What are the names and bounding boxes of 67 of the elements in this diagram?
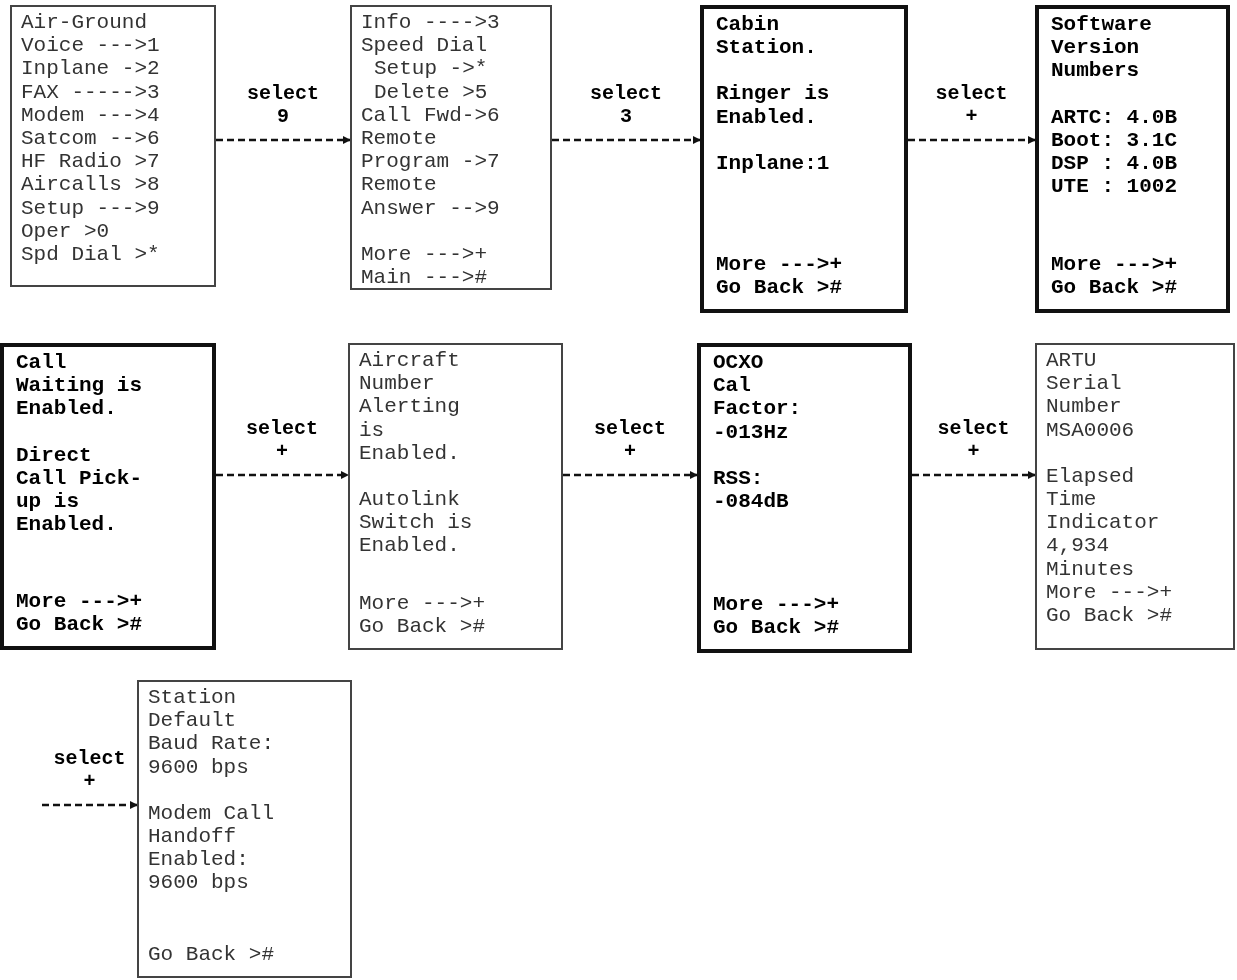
screen-text: Setup --->9	[21, 196, 160, 220]
arrow	[908, 136, 1036, 144]
screen-text: Voice --->1	[21, 34, 160, 58]
screen-text: Elapsed Time Indicator 4,934 Minutes	[1046, 464, 1161, 581]
display-screen	[0, 343, 216, 650]
screen-text: Cabin Station.	[716, 13, 818, 60]
screen-text: More --->+	[1046, 580, 1173, 605]
screen-text: Software Version Numbers	[1051, 13, 1153, 83]
screen-text: More --->+	[361, 242, 488, 267]
screen-text: Air-Ground	[21, 11, 148, 35]
screen-text: Call Waiting is Enabled.	[16, 351, 142, 421]
display-screen	[350, 5, 552, 290]
screen-text: ARTC: 4.0B	[1051, 105, 1178, 129]
screen-text: OCXO Cal Factor: -013Hz	[713, 351, 802, 444]
screen-text: Inplane:1	[716, 151, 830, 175]
screen-text: Direct Call Pick-up is Enabled.	[16, 443, 142, 537]
arrow	[552, 136, 701, 144]
screen-text: Setup ->*	[374, 57, 488, 81]
screen-text: More --->+	[1051, 252, 1178, 276]
display-screen	[1035, 5, 1230, 313]
screen-text: Modem --->4	[21, 103, 160, 127]
arrow	[563, 471, 698, 479]
display-screen	[1035, 343, 1235, 650]
screen-text: RSS: -084dB	[713, 466, 790, 514]
screen-text: ARTU Serial Number MSA0006	[1046, 349, 1136, 442]
screen-text: DSP : 4.0B	[1051, 152, 1178, 176]
screen-text: Remote Program ->7	[361, 127, 500, 174]
screen-text: More --->+	[16, 589, 143, 613]
screen-text: Go Back >#	[713, 615, 840, 639]
screen-text: HF Radio >7	[21, 150, 160, 174]
screen-text: Aircalls >8	[21, 173, 160, 197]
screen-text: Info ---->3	[361, 11, 500, 35]
screen-text: Station Default Baud Rate: 9600 bps	[148, 686, 274, 779]
screen-text: Remote Answer -->9	[361, 173, 500, 220]
screen-text: UTE : 1002	[1051, 175, 1178, 199]
screen-text: Go Back >#	[716, 275, 843, 299]
display-screen	[697, 343, 912, 653]
screen-text: FAX ----->3	[21, 80, 160, 104]
screen-text: More --->+	[716, 252, 843, 276]
arrow	[216, 471, 349, 479]
display-screen	[700, 5, 908, 313]
screen-text: Ringer is Enabled.	[716, 82, 831, 129]
display-screen	[137, 680, 352, 978]
screen-text: Spd Dial >*	[21, 243, 160, 267]
screen-text: Speed Dial	[361, 34, 488, 58]
screen-text: Autolink Switch is Enabled.	[359, 488, 474, 558]
screen-text: Oper >0	[21, 219, 110, 244]
arrow	[912, 471, 1036, 479]
screen-text: Inplane ->2	[21, 57, 160, 81]
screen-text: Delete >5	[374, 80, 488, 104]
screen-text: Main --->#	[361, 266, 488, 290]
screen-text: Aircraft Number Alerting is Enabled.	[359, 349, 461, 465]
screen-text: Go Back >#	[1051, 275, 1178, 299]
screen-text: Go Back >#	[359, 614, 486, 638]
screen-text: More --->+	[713, 592, 840, 616]
display-screen	[348, 343, 563, 650]
screen-text: Boot: 3.1C	[1051, 128, 1178, 152]
screen-text: Go Back >#	[148, 942, 275, 966]
screen-text: Go Back >#	[1046, 604, 1173, 628]
arrow	[216, 136, 351, 144]
display-screen	[10, 5, 216, 287]
screen-text: Satcom -->6	[21, 127, 160, 151]
screen-text: More --->+	[359, 591, 486, 615]
screen-text: Go Back >#	[16, 612, 143, 636]
arrow	[42, 801, 138, 809]
screen-text: Modem Call Handoff Enabled: 9600 bps	[148, 801, 274, 895]
screen-text: Call Fwd->6	[361, 103, 500, 127]
